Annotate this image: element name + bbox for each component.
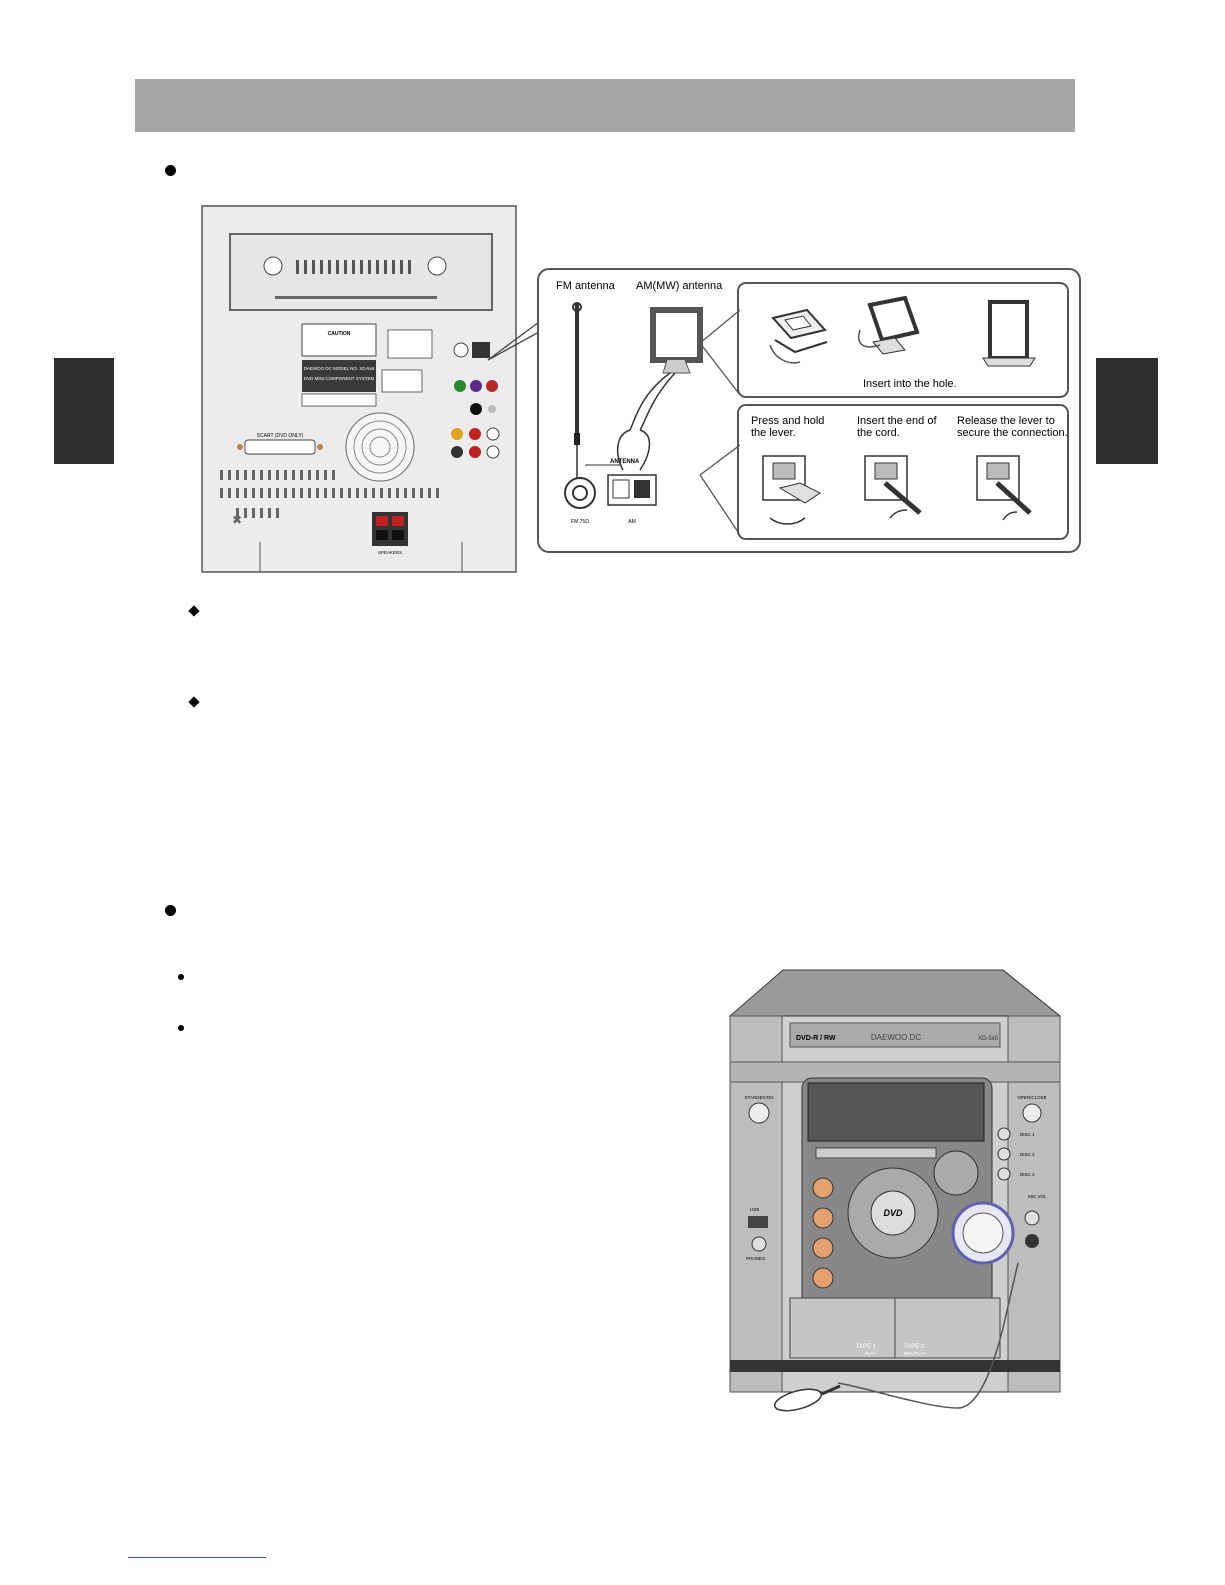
am-jack-label: AM	[628, 519, 636, 525]
callout-connector	[487, 321, 540, 361]
speakers-label: SPEAKERS	[378, 550, 402, 555]
top-badge: DVD-R / RW	[796, 1035, 836, 1042]
step-press-text: Press and hold the lever.	[751, 415, 825, 439]
step-release-text: Release the lever to secure the connecti…	[957, 415, 1068, 439]
antenna-word: ANTENNA	[610, 459, 640, 465]
disc1-label: DISC 1	[1020, 1132, 1035, 1137]
tape1-label: TAPE 1	[856, 1344, 877, 1350]
rear-brand-line: DAEWOO DC MODEL NO. XD-5x5	[304, 366, 375, 371]
lever-steps-box	[737, 404, 1069, 540]
step-insert-text: Insert the end of the cord.	[857, 415, 937, 439]
am-assembly-steps	[769, 295, 1036, 367]
tape2-label: TAPE 2	[904, 1344, 925, 1350]
tape1-sub-label: PLAY	[865, 1351, 876, 1356]
fm-jack-small	[453, 342, 469, 358]
tape2-sub-label: REC/PLAY	[904, 1351, 926, 1356]
bullet-dot	[165, 165, 176, 176]
front-brand: DAEWOO DC	[871, 1033, 921, 1042]
recycle-bin-icon: ✖	[232, 513, 242, 527]
antenna-wiring-diagram: ANTENNA FM 75Ω AM	[564, 302, 740, 536]
disc3-label: DISC 3	[1020, 1172, 1035, 1177]
front-model: XD-5x5	[978, 1036, 999, 1042]
dvd-logo-center: DVD	[883, 1208, 903, 1218]
diamond-bullet	[188, 605, 200, 617]
lever-step-illustrations	[762, 455, 1032, 525]
small-bullet-dot	[178, 974, 184, 980]
fm-jack-label: FM 75Ω	[571, 519, 589, 525]
open-close-label: OPEN/CLOSE	[1017, 1095, 1046, 1100]
am-assembly-box	[737, 282, 1069, 398]
caution-label: CAUTION	[328, 331, 351, 337]
scart-label: SCART (DVD ONLY)	[257, 433, 304, 439]
insert-hole-text: Insert into the hole.	[863, 378, 957, 390]
mic-vol-label: MIC VOL	[1028, 1194, 1047, 1199]
right-side-tab	[1096, 358, 1158, 464]
section-header-bar	[135, 79, 1075, 132]
standby-label: STANDBY/ON	[745, 1095, 774, 1100]
phones-label: PHONES	[746, 1256, 765, 1261]
am-antenna-label: AM(MW) antenna	[636, 280, 723, 292]
front-unit-illustration: DVD-R / RW DAEWOO DC XD-5x5 DVD STANDBY/…	[728, 969, 1061, 1412]
disc2-label: DISC 2	[1020, 1152, 1035, 1157]
left-side-tab	[54, 358, 114, 464]
usb-label: USB	[750, 1207, 759, 1212]
fm-antenna-label: FM antenna	[556, 280, 615, 292]
bullet-dot	[165, 905, 176, 916]
rear-panel-illustration: CAUTION DAEWOO DC MODEL NO. XD-5x5 DVD M…	[201, 205, 517, 573]
rear-product-name: DVD MINI COMPONENT SYSTEM	[304, 376, 375, 381]
diamond-bullet	[188, 696, 200, 708]
footer-link-underline	[128, 1557, 266, 1558]
small-bullet-dot	[178, 1025, 184, 1031]
